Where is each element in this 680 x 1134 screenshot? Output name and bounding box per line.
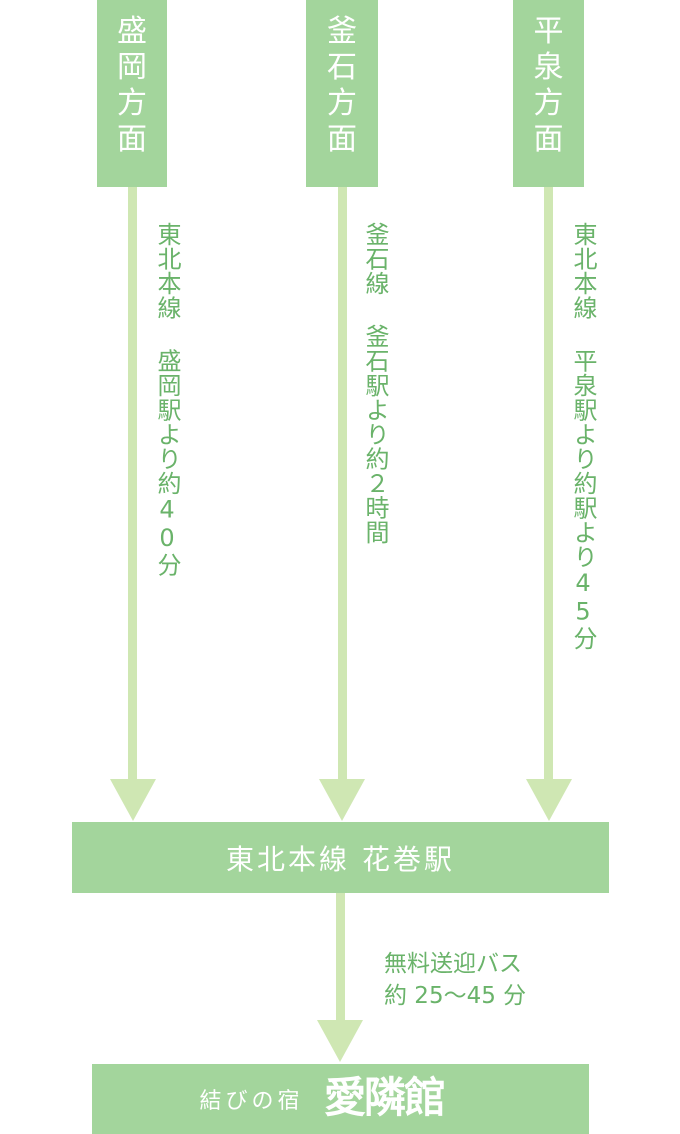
origin-box-morioka: 盛岡方面 [97, 0, 167, 187]
origin-label-char: 面 [327, 122, 357, 157]
origin-label-char: 泉 [533, 50, 564, 85]
origin-label-char: 方 [117, 86, 147, 121]
arrow-shaft-hiraizumi [544, 187, 553, 780]
destination-label: 結びの宿 [199, 1089, 304, 1114]
arrow-shaft-morioka [128, 187, 137, 780]
destination-box: 結びの宿 愛隣館 [92, 1064, 589, 1134]
origin-label-morioka: 盛岡方面 [97, 14, 167, 158]
route-label-kamaishi: 釜石線 釜石駅より約２時間 [361, 222, 389, 545]
bus-label: 無料送迎バス 約 25〜45 分 [384, 948, 526, 1012]
origin-label-hiraizumi: 平泉方面 [513, 14, 584, 158]
route-label-hiraizumi: 東北本線 平泉駅より約駅より45分 [569, 222, 597, 651]
origin-label-char: 岡 [117, 50, 147, 85]
destination-logo: 愛隣館 [322, 1073, 482, 1124]
bus-label-line2: 約 25〜45 分 [384, 983, 527, 1009]
arrow-shaft-kamaishi [338, 187, 347, 780]
route-label-morioka: 東北本線 盛岡駅より約40分 [153, 222, 181, 577]
origin-label-char: 方 [327, 86, 357, 121]
arrow-head-hiraizumi [526, 779, 572, 821]
origin-box-kamaishi: 釜石方面 [306, 0, 378, 187]
bus-label-line1: 無料送迎バス [384, 951, 522, 977]
arrow-head-bus [317, 1020, 363, 1062]
arrow-head-morioka [110, 779, 156, 821]
origin-label-char: 面 [533, 122, 564, 157]
origin-label-char: 平 [533, 14, 564, 49]
origin-label-kamaishi: 釜石方面 [306, 14, 378, 158]
origin-label-char: 方 [533, 86, 564, 121]
origin-label-char: 盛 [117, 14, 147, 49]
origin-box-hiraizumi: 平泉方面 [513, 0, 584, 187]
origin-label-char: 石 [327, 50, 357, 85]
arrow-head-kamaishi [319, 779, 365, 821]
origin-label-char: 面 [117, 122, 147, 157]
arrow-shaft-bus [336, 893, 345, 1023]
station-label: 東北本線 花巻駅 [226, 842, 455, 876]
destination-logo-text: 愛隣館 [324, 1074, 444, 1120]
station-box: 東北本線 花巻駅 [72, 822, 609, 893]
origin-label-char: 釜 [327, 14, 357, 49]
